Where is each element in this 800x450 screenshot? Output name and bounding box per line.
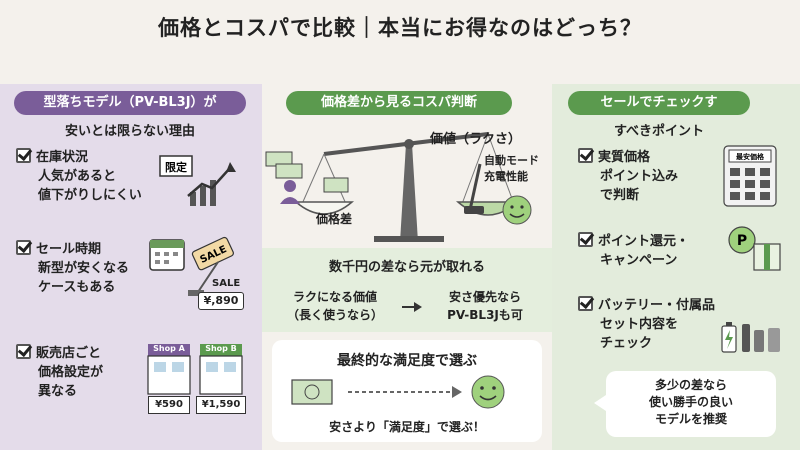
- item-text: 価格設定が: [38, 365, 104, 380]
- left-section-header: 型落ちモデル（PV-BL3J）が: [14, 91, 246, 115]
- item-heading: バッテリー・付属品: [598, 298, 716, 313]
- right-section-header: セールでチェックす: [568, 91, 750, 115]
- item-text: セット内容を: [600, 317, 679, 332]
- note-line: 安さ優先なら: [448, 290, 521, 304]
- item-heading: 在庫状況: [36, 150, 89, 165]
- left-section-subtitle: 安いとは限らない理由: [64, 124, 195, 139]
- shop-b-name: Shop B: [205, 344, 237, 353]
- checkbox-icon: [16, 240, 31, 255]
- money-to-smile-icon: [291, 375, 505, 409]
- note-line: PV-BL3Jも可: [447, 308, 523, 322]
- item-heading: 販売店ごと: [36, 346, 102, 361]
- limited-stock-chart-icon: 限定: [159, 155, 236, 206]
- checkbox-icon: [16, 148, 31, 163]
- shop-b-price: ¥1,590: [196, 396, 246, 414]
- item-text: で判断: [600, 188, 640, 203]
- recommendation-bubble: 多少の差なら 使い勝手の良い モデルを推奨: [594, 371, 776, 437]
- shop-a-name: Shop A: [153, 344, 185, 353]
- point-badge-label: P: [737, 233, 747, 249]
- calculator-label: 最安価格: [736, 152, 765, 161]
- checkbox-icon: [578, 296, 593, 311]
- battery-accessory-item: バッテリー・付属品 セット内容を チェック: [578, 296, 715, 353]
- shop-a-icon: [147, 344, 191, 395]
- page-title: 価格とコスパで比較｜本当にお得なのはどっち？: [158, 16, 642, 40]
- bubble-line: モデルを推奨: [654, 412, 727, 426]
- sale-price-tag: ¥,890: [198, 292, 244, 310]
- bubble-line: 使い勝手の良い: [648, 395, 733, 409]
- calculator-icon: 最安価格: [723, 145, 777, 207]
- note-line: （長く使うなら）: [286, 308, 383, 322]
- final-choice-caption: 安さより「満足度」で選ぶ！: [329, 420, 485, 434]
- balance-scale-illustration: [265, 132, 532, 242]
- retailer-item: 販売店ごと 価格設定が 異なる: [16, 344, 103, 401]
- arrow-right-icon: [402, 302, 422, 312]
- charge-label: 充電性能: [484, 170, 528, 183]
- middle-section-header: 価格差から見るコスパ判断: [286, 91, 512, 115]
- limited-tag-label: 限定: [165, 160, 187, 174]
- bubble-line: 多少の差なら: [654, 378, 727, 392]
- shop-a-price: ¥590: [148, 396, 190, 414]
- item-text: ケースもある: [38, 280, 116, 295]
- item-heading: 実質価格: [598, 150, 651, 165]
- auto-mode-label: 自動モード: [484, 154, 539, 167]
- final-choice-title: 最終的な満足度で選ぶ: [337, 353, 477, 369]
- stock-status-item: 在庫状況 人気があると 値下がりしにくい: [16, 148, 142, 205]
- item-text: 異なる: [38, 384, 78, 399]
- item-text: チェック: [600, 336, 653, 351]
- sale-calendar-icon: SALE: [149, 236, 234, 296]
- long-use-note: ラクになる価値 （長く使うなら）: [270, 288, 400, 324]
- right-section-subtitle: すべきポイント: [613, 124, 705, 139]
- cheaper-note: 安さ優先なら PV-BL3Jも可: [420, 288, 550, 324]
- battery-accessory-icon: [721, 322, 780, 353]
- real-price-item: 実質価格 ポイント込み で判断: [578, 148, 678, 205]
- item-text: 値下がりしにくい: [38, 188, 142, 203]
- price-difference-label: 価格差: [316, 212, 353, 226]
- middle-notes-area: [262, 248, 552, 332]
- item-text: ポイント込み: [600, 169, 679, 184]
- point-gift-icon: P: [728, 226, 781, 271]
- sale-period-item: セール時期 新型が安くなる ケースもある: [16, 240, 129, 297]
- shop-b-icon: [199, 344, 243, 395]
- item-text: キャンペーン: [600, 253, 678, 268]
- price-tag-label: SALE: [212, 278, 241, 289]
- point-campaign-item: ポイント還元・ キャンペーン: [578, 232, 689, 270]
- item-heading: ポイント還元・: [598, 234, 690, 249]
- value-label: 価値（ラクさ）: [430, 132, 522, 147]
- note-line: ラクになる価値: [292, 290, 377, 304]
- item-heading: セール時期: [36, 242, 102, 257]
- checkbox-icon: [578, 232, 593, 247]
- item-text: 新型が安くなる: [38, 261, 130, 276]
- checkbox-icon: [578, 148, 593, 163]
- item-text: 人気があると: [38, 169, 117, 184]
- checkbox-icon: [16, 344, 31, 359]
- middle-caption: 数千円の差なら元が取れる: [328, 260, 485, 275]
- shop-icons: [147, 344, 243, 395]
